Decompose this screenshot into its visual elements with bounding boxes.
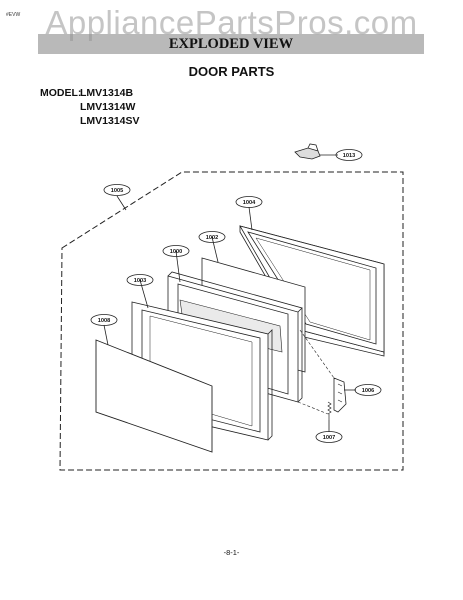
title-banner	[38, 34, 424, 54]
hook-part-1013	[294, 143, 321, 160]
door-front-1008	[95, 339, 213, 453]
page-number: -8-1-	[223, 548, 240, 557]
callout-ellipse	[335, 149, 363, 161]
assembly-boundary	[59, 171, 404, 471]
model-label: MODEL:	[40, 87, 82, 99]
watermark: AppliancePartsPros.com	[45, 4, 418, 41]
callout-label: 1006	[362, 388, 374, 394]
callout-ellipse	[198, 231, 226, 243]
model-list: MODEL:LMV1314B LMV1314W LMV1314SV	[40, 86, 140, 128]
model-number: LMV1314SV	[80, 115, 140, 127]
callout-label: 1003	[134, 278, 146, 284]
callout-label: 1013	[343, 153, 355, 159]
latch-part-1006	[333, 377, 347, 413]
spring-part-1007	[327, 401, 332, 420]
callout-ellipse	[126, 274, 154, 286]
page-title: EXPLODED VIEW	[168, 36, 294, 52]
corner-mark: #EVW	[6, 12, 21, 18]
callout-ellipse	[162, 245, 190, 257]
callout-ellipse	[103, 184, 131, 196]
callout-label: 1002	[206, 235, 218, 241]
callout-ellipse	[315, 431, 343, 443]
callout-ellipse	[235, 196, 263, 208]
callout-label: 1005	[111, 188, 123, 194]
door-frame-1004	[239, 225, 385, 357]
section-title: DOOR PARTS	[188, 64, 275, 79]
callout-ellipse	[354, 384, 382, 396]
model-number: LMV1314W	[80, 101, 136, 113]
callout-ellipse	[90, 314, 118, 326]
callout-label: 1000	[170, 249, 182, 255]
callout-label: 1007	[323, 435, 335, 441]
model-number: LMV1314B	[80, 87, 134, 99]
callout-label: 1004	[243, 200, 256, 206]
callout-label: 1008	[98, 318, 110, 324]
